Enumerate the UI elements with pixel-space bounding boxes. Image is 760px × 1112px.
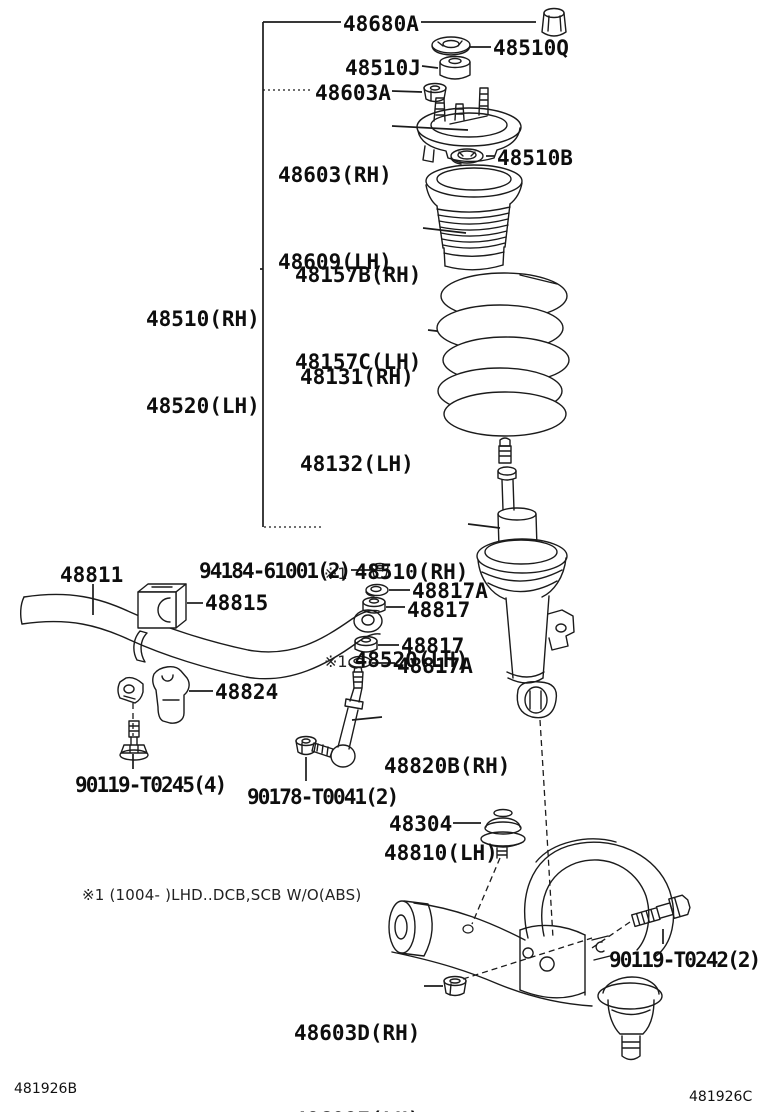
part-label-48131-48132[interactable]: 48131(RH) 48132(LH) bbox=[300, 305, 414, 537]
part-label-48510j[interactable]: 48510J bbox=[345, 56, 421, 80]
part-label-line-lh: 48157C(LH) bbox=[295, 350, 422, 374]
part-label-line-lh: 48609(LH) bbox=[278, 250, 392, 274]
strut-mount-48603-drawing bbox=[416, 87, 522, 163]
part-label-line-lh: 48609E(LH) bbox=[294, 1106, 420, 1112]
part-label-48304[interactable]: 48304 bbox=[389, 812, 453, 836]
callout-leader-lines bbox=[92, 21, 664, 987]
part-label-48817-lower[interactable]: 48817 bbox=[401, 634, 465, 658]
bushing-48817-lower-drawing bbox=[354, 635, 378, 653]
part-label-48820b-48810[interactable]: 48820B(RH) 48810(LH) bbox=[384, 694, 510, 926]
dotted-leader-lines bbox=[263, 89, 322, 528]
part-number: 48520(LH) bbox=[354, 648, 469, 672]
bushing-48817-upper-drawing bbox=[362, 596, 386, 614]
cap-nut-48680a-drawing bbox=[541, 7, 567, 37]
part-label-90119-t0242[interactable]: 90119-T0242(2) bbox=[609, 948, 760, 972]
assembly-dashed-lines bbox=[132, 703, 631, 980]
part-label-line-lh: ※1 48520(LH) bbox=[324, 646, 468, 676]
arm-hole-mark bbox=[462, 924, 474, 934]
part-label-line-rh: 48820B(RH) bbox=[384, 754, 511, 778]
bracket-48824-drawing bbox=[117, 666, 190, 724]
applicability-note: ※1 (1004- )LHD..DCB,SCB W/O(ABS) bbox=[82, 886, 362, 904]
part-label-48817a-lower[interactable]: 48817A bbox=[397, 654, 473, 678]
washer-48817a-upper-drawing bbox=[365, 583, 389, 597]
reference-mark: ※1 bbox=[324, 564, 348, 583]
part-label-48817a-upper[interactable]: 48817A bbox=[412, 579, 488, 603]
stabilizer-link-48820b-drawing bbox=[311, 666, 364, 768]
part-label-48815[interactable]: 48815 bbox=[205, 591, 269, 615]
bolt-90119-t0242-drawing bbox=[631, 894, 691, 928]
part-label-line-rh: 48157B(RH) bbox=[295, 263, 422, 287]
stabilizer-bar-48811-drawing bbox=[19, 593, 383, 680]
part-label-48510q[interactable]: 48510Q bbox=[493, 36, 569, 60]
shock-absorber-48510-drawing bbox=[476, 437, 575, 719]
figure-code-right: 481926C bbox=[689, 1089, 753, 1105]
part-label-line-rh: 48510(RH) bbox=[146, 307, 260, 331]
figure-code-left: 481926B bbox=[14, 1081, 78, 1097]
part-label-48811[interactable]: 48811 bbox=[60, 563, 124, 587]
part-label-line-rh: 48131(RH) bbox=[300, 365, 414, 389]
part-label-line-lh: 48132(LH) bbox=[300, 452, 414, 476]
coil-spring-48131-drawing bbox=[436, 272, 570, 437]
nut-48603a-drawing bbox=[423, 82, 447, 103]
part-number: 48510(RH) bbox=[354, 560, 469, 584]
part-label-48157b-48157c[interactable]: 48157B(RH) 48157C(LH) bbox=[295, 203, 421, 435]
stabilizer-clamp-drawing bbox=[133, 630, 148, 663]
part-label-48603-48609[interactable]: 48603(RH) 48609(LH) bbox=[278, 103, 392, 335]
part-label-line-lh: 48520(LH) bbox=[146, 394, 260, 418]
washer-48817a-lower-drawing bbox=[348, 655, 372, 669]
bolt-90119-t0245-drawing bbox=[119, 720, 149, 761]
nut-94184-drawing bbox=[371, 562, 389, 579]
bumper-48304-drawing bbox=[480, 808, 526, 859]
dust-boot-48157-drawing bbox=[425, 164, 523, 271]
stabilizer-bushing-48815-drawing bbox=[137, 583, 187, 629]
part-label-48824[interactable]: 48824 bbox=[215, 680, 279, 704]
part-label-48510b[interactable]: 48510B bbox=[497, 146, 573, 170]
part-label-48817-upper[interactable]: 48817 bbox=[407, 598, 471, 622]
part-label-90178-t0041[interactable]: 90178-T0041(2) bbox=[247, 785, 399, 809]
part-label-48603a[interactable]: 48603A bbox=[315, 81, 391, 105]
part-label-48603d-48609e[interactable]: 48603D(RH) 48609E(LH) bbox=[294, 961, 420, 1112]
reference-mark: ※1 bbox=[324, 652, 348, 671]
washer-48510q-drawing bbox=[431, 36, 471, 56]
part-label-line-rh: ※1 48510(RH) bbox=[324, 558, 468, 588]
part-label-48510-48520-shock[interactable]: ※1 48510(RH) ※1 48520(LH) bbox=[324, 500, 468, 734]
part-label-line-lh: 48810(LH) bbox=[384, 841, 498, 865]
part-label-90119-t0245[interactable]: 90119-T0245(4) bbox=[75, 773, 227, 797]
part-label-94184-61001[interactable]: 94184-61001(2) bbox=[199, 559, 351, 583]
lower-control-arm-drawing bbox=[388, 838, 675, 1061]
part-label-48680a[interactable]: 48680A bbox=[343, 12, 419, 36]
part-label-line-rh: 48603D(RH) bbox=[294, 1021, 421, 1045]
nut-48603d-drawing bbox=[443, 975, 467, 997]
part-label-line-rh: 48603(RH) bbox=[278, 163, 392, 187]
washer-48510b-drawing bbox=[450, 148, 484, 165]
part-label-48510-48520-assembly[interactable]: 48510(RH) 48520(LH) bbox=[146, 247, 260, 479]
bushing-48510j-drawing bbox=[439, 55, 471, 80]
